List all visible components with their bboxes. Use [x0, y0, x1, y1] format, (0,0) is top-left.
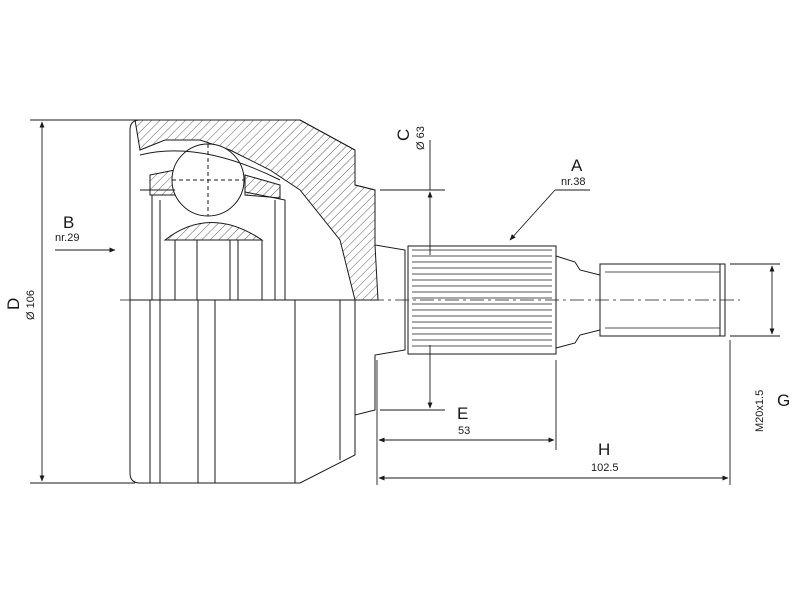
label-c-letter: C	[394, 128, 413, 141]
housing-outline	[129, 119, 406, 484]
label-a-letter: A	[571, 156, 583, 175]
label-e-letter: E	[457, 404, 469, 423]
label-g-letter: G	[777, 391, 791, 410]
label-a-value: nr.38	[561, 176, 586, 188]
label-d-value: Ø 106	[25, 290, 37, 320]
inner-race-section	[149, 169, 176, 196]
label-h-value: 102.5	[591, 462, 619, 474]
spline-teeth	[412, 249, 552, 347]
label-e-value: 53	[458, 425, 471, 437]
label-b-letter: B	[63, 213, 75, 232]
inner-hub-section	[163, 222, 264, 241]
label-c-value: Ø 63	[415, 126, 427, 150]
label-g-value: M20x1.5	[754, 389, 766, 432]
label-d-letter: D	[4, 297, 23, 310]
housing-section-upper	[134, 119, 379, 301]
label-b-value: nr.29	[55, 232, 80, 244]
inner-race-section-2	[244, 174, 281, 199]
label-h-letter: H	[598, 440, 611, 459]
